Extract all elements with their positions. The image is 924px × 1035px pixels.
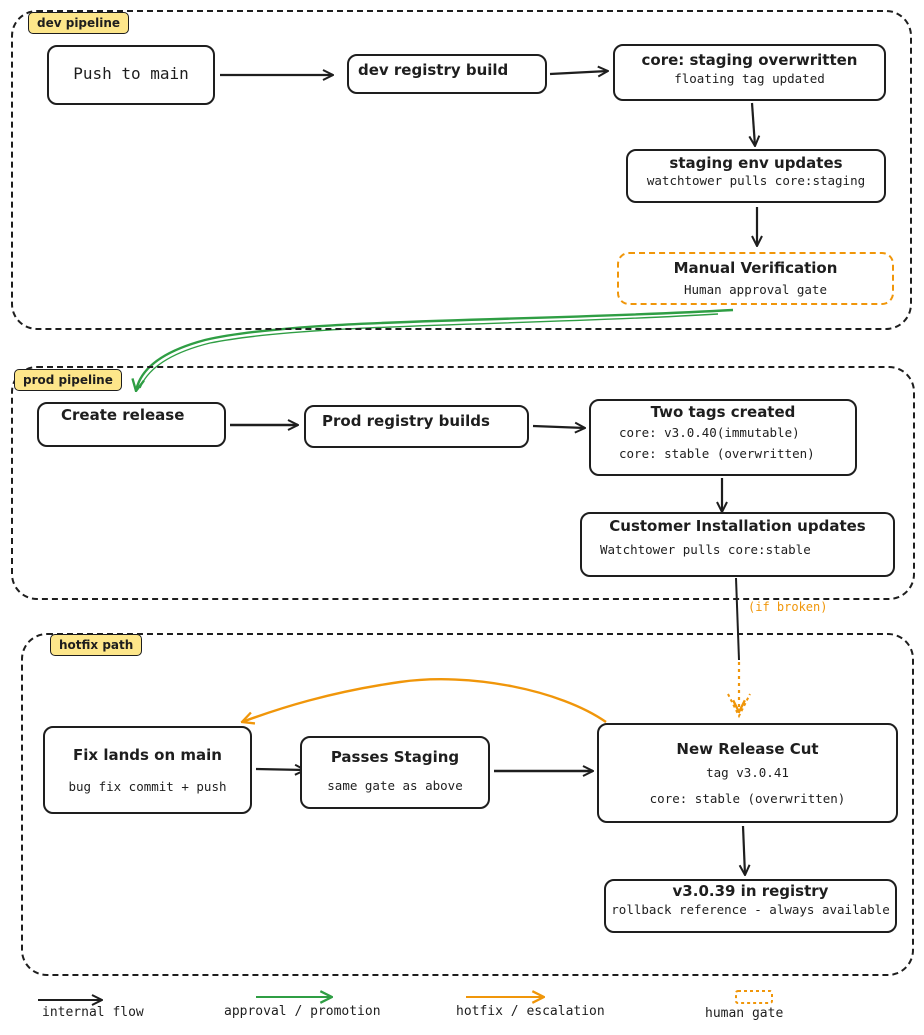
passes-staging-sub: same gate as above (327, 778, 463, 793)
manual-verification-sub: Human approval gate (684, 282, 827, 297)
customer-installation-title: Customer Installation updates (609, 517, 866, 535)
prod-registry-builds-title: Prod registry builds (322, 412, 490, 430)
dev-pipeline-label: dev pipeline (28, 12, 130, 34)
staging-env-node: staging env updates watchtower pulls cor… (626, 149, 886, 203)
legend-internal-flow: internal flow (42, 1005, 144, 1020)
v3039-registry-node: v3.0.39 in registry rollback reference -… (604, 879, 897, 933)
dev-registry-build-node: dev registry build (347, 54, 547, 94)
legend-human-gate: human gate (705, 1006, 784, 1021)
fix-lands-on-main-title: Fix lands on main (73, 746, 222, 764)
new-release-cut-node: New Release Cut tag v3.0.41 core: stable… (597, 723, 898, 823)
push-to-main-title: Push to main (73, 64, 189, 83)
legend-hotfix-escalation: hotfix / escalation (456, 1004, 605, 1019)
edge-new-release-to-registry-v39 (743, 825, 745, 875)
prod-pipeline-group (11, 366, 915, 600)
customer-installation-sub: Watchtower pulls core:stable (600, 542, 811, 557)
create-release-node: Create release (37, 402, 226, 447)
edge-prod-registry-to-two-tags (532, 426, 585, 428)
staging-env-title: staging env updates (669, 154, 843, 172)
passes-staging-node: Passes Staging same gate as above (300, 736, 490, 809)
passes-staging-title: Passes Staging (330, 748, 460, 766)
edge-core-staging-to-staging-env (752, 102, 755, 146)
staging-env-sub: watchtower pulls core:staging (646, 173, 866, 188)
dev-pipeline-group (11, 10, 912, 330)
edge-if-broken-dotted-arrowhead (727, 693, 751, 719)
edge-approval-sketch-stroke (139, 313, 719, 389)
v3039-registry-title: v3.0.39 in registry (672, 882, 829, 900)
prod-pipeline-label: prod pipeline (14, 369, 122, 391)
edge-fix-lands-to-passes-staging (255, 769, 305, 770)
manual-verification-node: Manual Verification Human approval gate (617, 252, 894, 305)
core-staging-node: core: staging overwritten floating tag u… (613, 44, 886, 101)
two-tags-title: Two tags created (650, 403, 796, 421)
core-staging-title: core: staging overwritten (641, 51, 858, 69)
hotfix-path-group (21, 633, 914, 976)
dev-registry-build-title: dev registry build (358, 61, 509, 79)
core-staging-sub: floating tag updated (674, 71, 825, 86)
legend-approval-promotion: approval / promotion (224, 1004, 381, 1019)
customer-installation-node: Customer Installation updates Watchtower… (580, 512, 895, 577)
two-tags-stable: core: stable (overwritten) (619, 446, 815, 461)
two-tags-immutable: core: v3.0.40(immutable) (619, 425, 800, 440)
new-release-cut-tag: tag v3.0.41 (706, 765, 789, 780)
hotfix-path-label: hotfix path (50, 634, 143, 656)
v3039-registry-sub: rollback reference - always available (611, 902, 890, 917)
new-release-cut-title: New Release Cut (676, 740, 819, 758)
legend-gate-swatch (735, 990, 773, 1004)
edge-customer-install-to-if-broken (735, 577, 740, 661)
two-tags-node: Two tags created core: v3.0.40(immutable… (589, 399, 857, 476)
new-release-cut-stable: core: stable (overwritten) (649, 791, 846, 806)
edge-new-release-to-fix-lands (242, 678, 607, 722)
fix-lands-on-main-sub: bug fix commit + push (68, 779, 227, 794)
manual-verification-title: Manual Verification (673, 259, 838, 277)
fix-lands-on-main-node: Fix lands on main bug fix commit + push (43, 726, 252, 814)
edge-dev-registry-to-core-staging (549, 71, 608, 74)
edge-manual-verification-to-create-release (136, 308, 734, 391)
prod-registry-builds-node: Prod registry builds (304, 405, 529, 448)
push-to-main-node: Push to main (47, 45, 215, 105)
create-release-title: Create release (61, 406, 185, 424)
if-broken-label: (if broken) (748, 600, 828, 614)
